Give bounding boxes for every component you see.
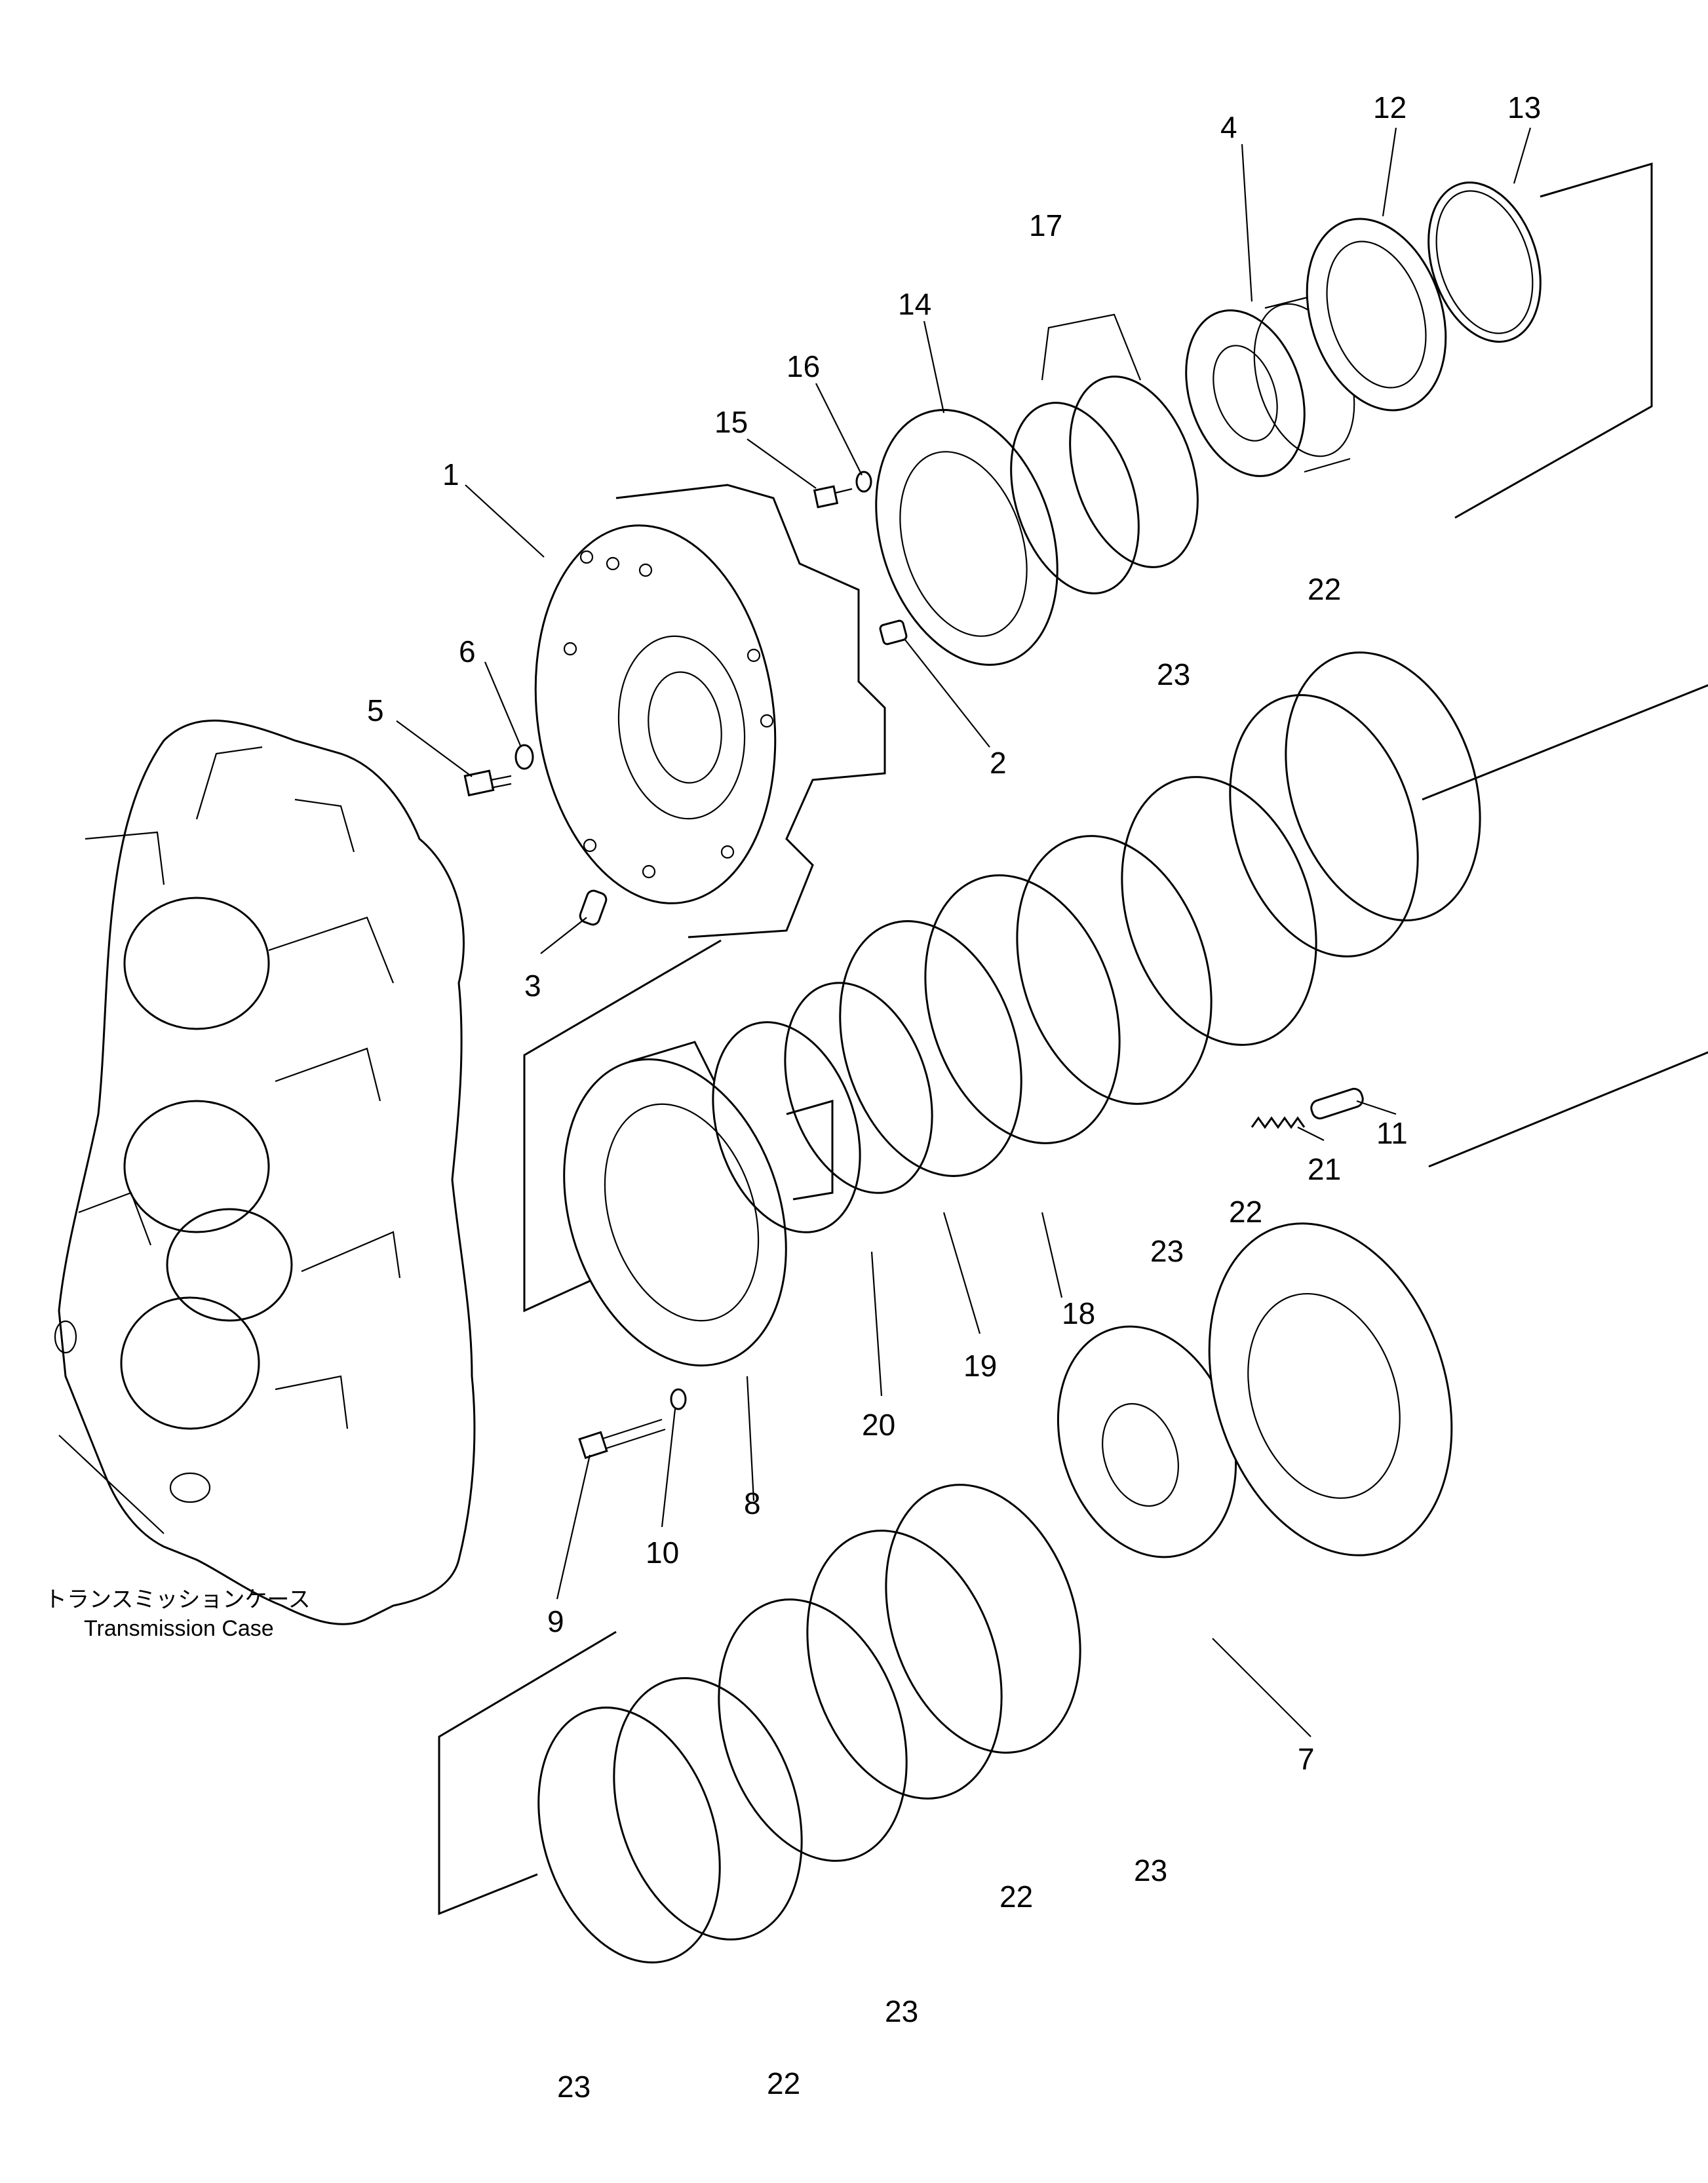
callout-17: 17 <box>1029 208 1062 242</box>
part-clutch-pack-bottom <box>537 1484 1081 1963</box>
part-pin-11 <box>1310 1087 1364 1120</box>
part-pin-3 <box>579 889 608 926</box>
callout-21: 21 <box>1308 1152 1341 1186</box>
callout-7: 7 <box>1298 1742 1315 1776</box>
part-bolt-9 <box>578 1418 666 1459</box>
part-bolt-5 <box>463 769 512 797</box>
transmission-case-caption: トランスミッションケース Transmission Case <box>45 1587 311 1641</box>
group-bracket-bottom <box>438 1631 617 1916</box>
callout-14: 14 <box>898 287 931 321</box>
callout-16: 16 <box>786 349 820 383</box>
leader-lines <box>396 127 1532 1737</box>
callout-23-bottom-center: 23 <box>885 1994 918 2028</box>
callout-2: 2 <box>990 746 1007 780</box>
callout-22-top: 22 <box>1308 572 1341 606</box>
callout-6: 6 <box>459 634 476 668</box>
part-drum <box>1185 294 1355 477</box>
part-clutch-pack-middle <box>839 651 1481 1177</box>
part-gear-hub <box>1057 1222 1453 1558</box>
caption-japanese: トランスミッションケース <box>45 1587 311 1612</box>
part-piston-housing <box>563 1041 834 1367</box>
part-flange-housing <box>534 484 886 938</box>
group-bracket-top <box>1454 162 1653 519</box>
part-snap-ring <box>1427 182 1542 343</box>
callout-22-middle: 22 <box>1229 1195 1262 1229</box>
callout-1: 1 <box>442 457 459 492</box>
callout-15: 15 <box>714 405 748 439</box>
callout-23-bottom-left: 23 <box>557 2070 591 2104</box>
callout-18: 18 <box>1062 1296 1095 1330</box>
callout-19: 19 <box>963 1349 997 1383</box>
callout-3: 3 <box>524 969 541 1003</box>
callout-23-middle: 23 <box>1150 1234 1184 1268</box>
callout-13: 13 <box>1507 90 1541 125</box>
callout-11: 11 <box>1376 1116 1408 1150</box>
part-bearing <box>1306 218 1447 412</box>
part-spring-21 <box>1251 1116 1306 1129</box>
callout-20: 20 <box>862 1408 895 1442</box>
part-seal-rings <box>1010 376 1199 594</box>
part-cover-plate <box>875 409 1058 666</box>
part-plug-2 <box>879 619 908 646</box>
group-bracket-middle <box>523 684 1708 1313</box>
part-washer-16 <box>855 471 872 493</box>
callout-22-bottom-right: 22 <box>1000 1880 1033 1914</box>
callout-10: 10 <box>646 1536 679 1570</box>
callout-22-bottom: 22 <box>767 2066 800 2100</box>
callout-5: 5 <box>367 693 384 727</box>
callout-4: 4 <box>1220 110 1237 144</box>
callout-9: 9 <box>547 1604 564 1638</box>
part-rings-20-19 <box>712 982 933 1233</box>
callout-23-bottom-right: 23 <box>1134 1853 1167 1887</box>
part-washer-6 <box>514 744 534 770</box>
part-bolt-15 <box>813 485 853 509</box>
callout-8: 8 <box>744 1486 761 1520</box>
caption-english: Transmission Case <box>84 1616 274 1641</box>
part-washer-10 <box>670 1388 687 1410</box>
callout-23-top: 23 <box>1157 657 1190 691</box>
transmission-case <box>54 720 476 1625</box>
callout-12: 12 <box>1373 90 1407 125</box>
callout-labels: 1 2 3 4 5 6 7 8 9 10 11 12 13 14 15 16 1… <box>367 90 1541 2104</box>
